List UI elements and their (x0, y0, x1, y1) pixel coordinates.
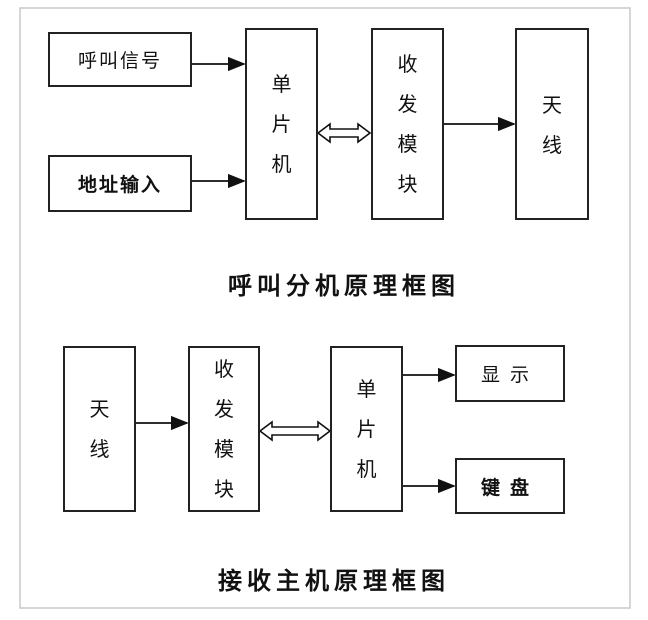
receiver-transceiver-box: 收发模块 (188, 346, 260, 512)
receiver-transceiver-label: 收发模块 (214, 357, 234, 501)
pager-antenna-label: 天线 (542, 93, 562, 157)
display-label: 显示 (480, 364, 539, 386)
address-input-label: 地址输入 (77, 174, 162, 196)
call-signal-box: 呼叫信号 (48, 32, 192, 87)
receiver-mcu-label: 单片机 (356, 377, 377, 481)
outer-border (19, 7, 631, 609)
bidirectional-arrow-pager (316, 122, 372, 144)
pager-diagram-title: 呼叫分机原理框图 (228, 271, 460, 300)
pager-mcu-box: 单片机 (245, 28, 318, 220)
call-signal-label: 呼叫信号 (77, 50, 162, 72)
keyboard-box: 键盘 (455, 458, 565, 514)
receiver-diagram-title: 接收主机原理框图 (218, 566, 450, 595)
display-box: 显示 (455, 345, 565, 402)
pager-mcu-label: 单片机 (271, 72, 292, 176)
pager-transceiver-box: 收发模块 (371, 28, 444, 220)
bidirectional-arrow-receiver (258, 420, 332, 442)
pager-antenna-box: 天线 (515, 28, 589, 220)
address-input-box: 地址输入 (48, 155, 192, 212)
receiver-antenna-box: 天线 (63, 346, 136, 512)
receiver-mcu-box: 单片机 (330, 346, 403, 512)
pager-transceiver-label: 收发模块 (397, 52, 418, 196)
receiver-antenna-label: 天线 (89, 397, 110, 461)
keyboard-label: 键盘 (480, 476, 539, 499)
